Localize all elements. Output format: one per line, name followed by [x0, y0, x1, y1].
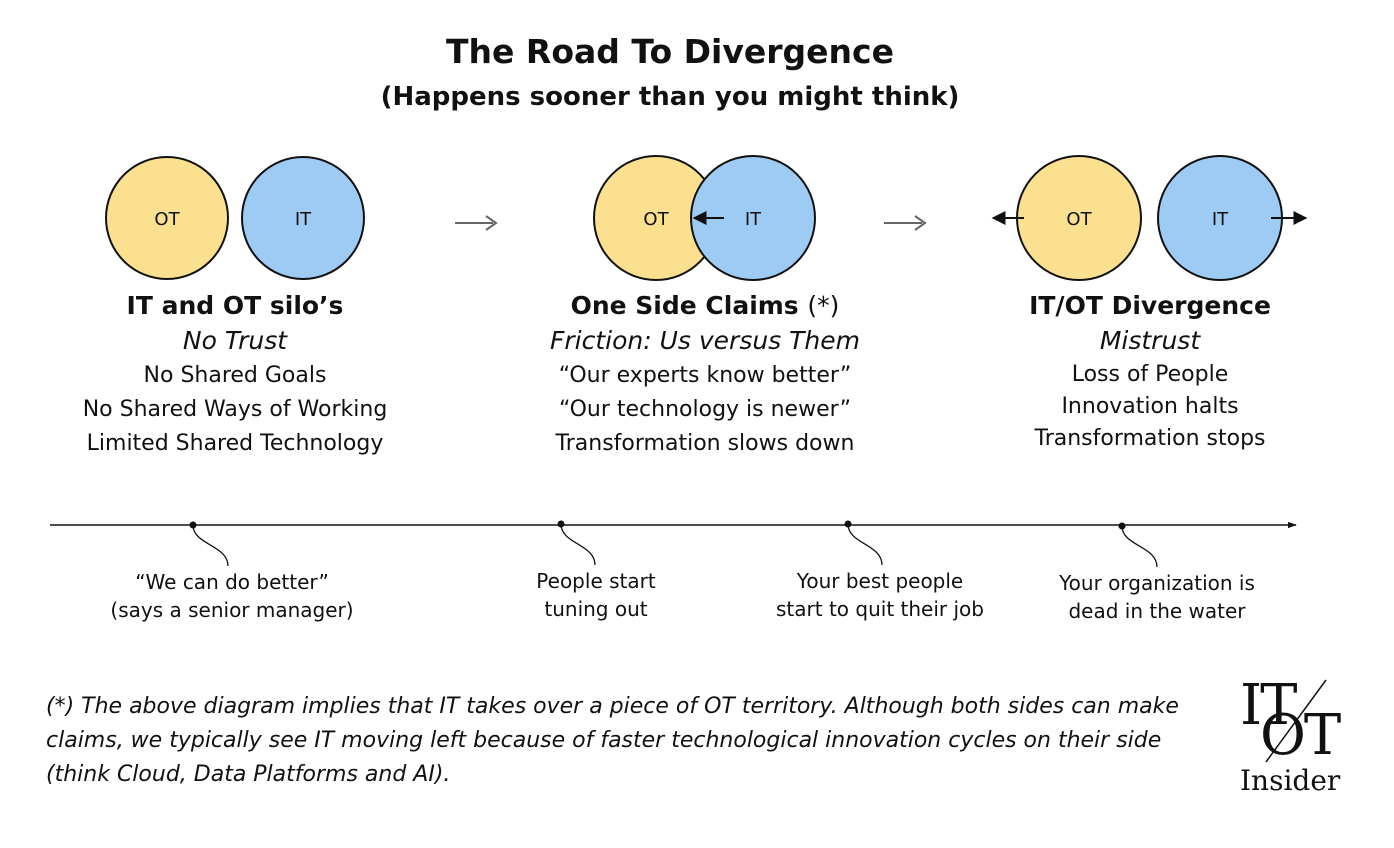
logo-ot-text: OT [1260, 703, 1341, 768]
stage-mood: No Trust [182, 326, 288, 355]
page-subtitle: (Happens sooner than you might think) [380, 82, 960, 112]
timeline-label-line: People start [536, 569, 656, 593]
timeline-label-line: dead in the water [1068, 599, 1246, 623]
logo-it-text: IT [1240, 673, 1298, 738]
stage-arrow-icon [455, 215, 498, 231]
stage-point: “Our experts know better” [558, 363, 852, 388]
timeline-label: Your organization is dead in the water [1017, 569, 1297, 625]
stage3-circles: OT IT [991, 155, 1308, 281]
stage-mood: Mistrust [1099, 326, 1201, 355]
it-circle-label: IT [1212, 209, 1229, 230]
stage2-circles: OT IT [593, 155, 816, 281]
it-circle-label: IT [745, 209, 762, 230]
stage-point: Transformation slows down [555, 431, 855, 456]
timeline [50, 520, 1297, 568]
it-ot-insider-logo: IT OT Insider [1238, 676, 1350, 800]
stage-1: IT and OT silo’s No Trust No Shared Goal… [35, 291, 435, 461]
it-circle [690, 155, 816, 281]
stage-point: “Our technology is newer” [558, 397, 851, 422]
page-title: The Road To Divergence [446, 32, 894, 71]
footnote-marker: (*) [807, 291, 840, 320]
stage-point: No Shared Ways of Working [82, 397, 388, 422]
timeline-label-line: start to quit their job [776, 597, 984, 621]
stage-points: Loss of People Innovation halts Transfor… [960, 359, 1340, 455]
stage-point: Loss of People [1071, 362, 1229, 387]
stage-3: IT/OT Divergence Mistrust Loss of People… [960, 291, 1340, 455]
logo-insider-text: Insider [1240, 764, 1341, 797]
stage-point: Limited Shared Technology [86, 431, 384, 456]
stage1-circles: OT IT [105, 156, 365, 280]
timeline-marker [1118, 522, 1158, 568]
stage-title: IT and OT silo’s [126, 291, 344, 320]
it-circle [241, 156, 365, 280]
timeline-label-line: tuning out [544, 597, 648, 621]
stage-title: IT/OT Divergence [1029, 291, 1271, 320]
timeline-label-line: Your best people [796, 569, 964, 593]
stage-points: No Shared Goals No Shared Ways of Workin… [35, 359, 435, 461]
ot-circle-label: OT [154, 209, 180, 230]
timeline-label-line: “We can do better” [135, 570, 329, 594]
stage-mood: Friction: Us versus Them [549, 326, 861, 355]
stage-point: Transformation stops [1034, 426, 1266, 451]
timeline-marker [844, 520, 883, 566]
timeline-label-line: Your organization is [1059, 571, 1255, 595]
ot-circle-label: OT [643, 209, 669, 230]
timeline-label: “We can do better” (says a senior manage… [82, 568, 382, 624]
timeline-label-line: (says a senior manager) [110, 598, 354, 622]
stage-point: No Shared Goals [143, 363, 327, 388]
ot-circle [105, 156, 229, 280]
timeline-label: Your best people start to quit their job [740, 567, 1020, 623]
stage-title: One Side Claims (*) [570, 291, 840, 320]
it-circle-label: IT [295, 209, 312, 230]
stage-2: One Side Claims (*) Friction: Us versus … [495, 291, 915, 461]
ot-circle-label: OT [1066, 209, 1092, 230]
stage-point: Innovation halts [1061, 394, 1239, 419]
timeline-marker [189, 521, 229, 567]
timeline-label: People start tuning out [476, 567, 716, 623]
logo-slash-icon [1265, 679, 1327, 763]
stage-arrow-icon [884, 215, 927, 231]
stage-points: “Our experts know better” “Our technolog… [495, 359, 915, 461]
footnote: (*) The above diagram implies that IT ta… [46, 694, 1179, 787]
timeline-marker [557, 520, 596, 566]
